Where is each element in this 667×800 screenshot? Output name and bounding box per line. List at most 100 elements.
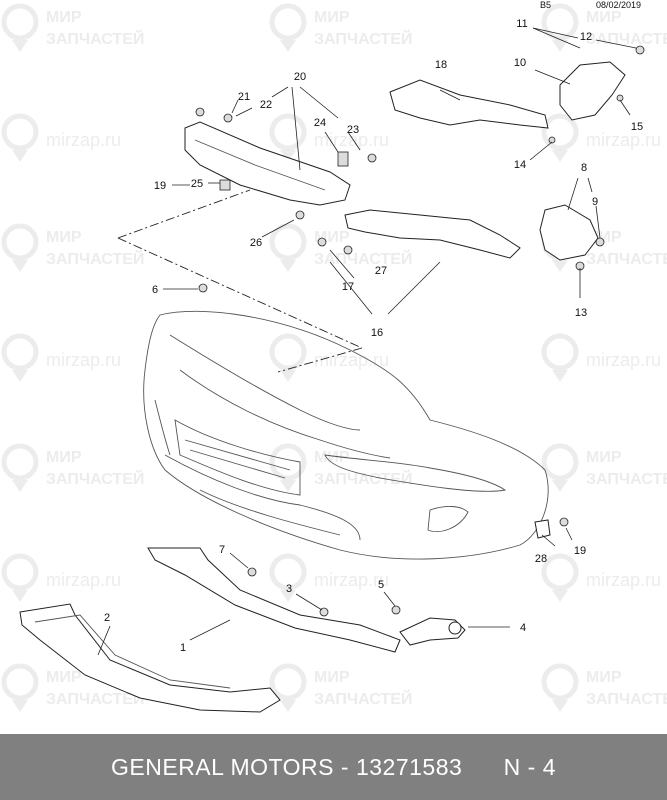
callout-17: 17 bbox=[342, 281, 354, 293]
watermark-logo: mirzap.ru bbox=[1, 553, 121, 602]
callout-2: 2 bbox=[104, 612, 110, 624]
fasteners bbox=[195, 45, 645, 617]
watermark-url: mirzap.ru bbox=[314, 570, 389, 590]
watermark-line1: МИР bbox=[586, 669, 622, 686]
callout-14: 14 bbox=[514, 159, 526, 171]
callout-15: 15 bbox=[631, 121, 643, 133]
watermark-logo: МИР ЗАПЧАСТЕЙ bbox=[269, 443, 412, 492]
leader-lines bbox=[97, 27, 637, 656]
watermark-url: mirzap.ru bbox=[586, 130, 661, 150]
callout-1: 1 bbox=[180, 642, 186, 654]
watermark-line2: ЗАПЧАСТЕЙ bbox=[46, 249, 144, 268]
watermark-url: mirzap.ru bbox=[314, 350, 389, 370]
part-8-bracket bbox=[539, 204, 599, 261]
callout-26: 26 bbox=[250, 237, 262, 249]
callout-9: 9 bbox=[592, 196, 598, 208]
watermark-url: mirzap.ru bbox=[46, 130, 121, 150]
callout-19: 19 bbox=[574, 545, 586, 557]
watermark-line1: МИР bbox=[46, 449, 82, 466]
watermark-line2: ЗАПЧАСТЕЙ bbox=[314, 29, 412, 48]
watermark-line1: МИР bbox=[314, 449, 350, 466]
watermark-url: mirzap.ru bbox=[586, 570, 661, 590]
callout-22: 22 bbox=[260, 99, 272, 111]
part-2-lower-spoiler bbox=[19, 603, 281, 713]
watermark-logo: МИР ЗАПЧАСТЕЙ bbox=[269, 3, 412, 52]
watermark-url: mirzap.ru bbox=[46, 570, 121, 590]
watermark-line1: МИР bbox=[46, 229, 82, 246]
watermark-url: mirzap.ru bbox=[586, 350, 661, 370]
callout-8: 8 bbox=[581, 162, 587, 174]
callout-3: 3 bbox=[286, 583, 292, 595]
watermark-logo: МИР ЗАПЧАСТЕЙ bbox=[1, 443, 144, 492]
watermark-logo: МИР ЗАПЧАСТЕЙ bbox=[541, 443, 667, 492]
part-18-bracket bbox=[389, 79, 549, 129]
part-4-bracket bbox=[399, 617, 466, 646]
watermark-logo: МИР ЗАПЧАСТЕЙ bbox=[1, 3, 144, 52]
watermark-logo: МИР ЗАПЧАСТЕЙ bbox=[1, 223, 144, 272]
watermark-logo: mirzap.ru bbox=[1, 333, 121, 382]
watermark-logo: МИР ЗАПЧАСТЕЙ bbox=[1, 663, 144, 712]
diagram-code: B5 bbox=[540, 0, 551, 10]
watermark-line2: ЗАПЧАСТЕЙ bbox=[586, 689, 667, 708]
watermark-line1: МИР bbox=[314, 669, 350, 686]
watermark-logo: МИР ЗАПЧАСТЕЙ bbox=[541, 663, 667, 712]
watermark-url: mirzap.ru bbox=[314, 130, 389, 150]
callout-4: 4 bbox=[520, 622, 526, 634]
watermark-logo: mirzap.ru bbox=[269, 553, 389, 602]
callout-12: 12 bbox=[580, 31, 592, 43]
watermark-line2: ЗАПЧАСТЕЙ bbox=[586, 469, 667, 488]
diagram-date: 08/02/2019 bbox=[596, 0, 641, 10]
watermark-line2: ЗАПЧАСТЕЙ bbox=[586, 249, 667, 268]
callout-13: 13 bbox=[575, 307, 587, 319]
watermark-logo: mirzap.ru bbox=[1, 113, 121, 162]
watermark-line2: ЗАПЧАСТЕЙ bbox=[314, 689, 412, 708]
watermark-line2: ЗАПЧАСТЕЙ bbox=[314, 469, 412, 488]
callout-10: 10 bbox=[514, 57, 526, 69]
front-bumper-fascia bbox=[143, 310, 549, 560]
callout-23: 23 bbox=[347, 124, 359, 136]
callout-28: 28 bbox=[535, 553, 547, 565]
watermark-line1: МИР bbox=[586, 9, 622, 26]
callout-19: 19 bbox=[154, 180, 166, 192]
part-1-lower-bracket bbox=[147, 547, 401, 653]
callout-16: 16 bbox=[371, 327, 383, 339]
part-16-upper-bracket bbox=[344, 209, 521, 259]
footer-separator: - bbox=[334, 753, 356, 780]
watermark-logo: mirzap.ru bbox=[269, 333, 389, 382]
callout-labels: 1234567891011121314151617181919202122232… bbox=[104, 18, 643, 654]
callout-6: 6 bbox=[152, 284, 158, 296]
watermark-logo: mirzap.ru bbox=[541, 113, 661, 162]
callout-5: 5 bbox=[378, 579, 384, 591]
watermark-logo: МИР ЗАПЧАСТЕЙ bbox=[269, 663, 412, 712]
watermark-line1: МИР bbox=[586, 449, 622, 466]
watermark-line2: ЗАПЧАСТЕЙ bbox=[46, 689, 144, 708]
watermark-line2: ЗАПЧАСТЕЙ bbox=[586, 29, 667, 48]
watermark-layer: МИР ЗАПЧАСТЕЙ МИР ЗАПЧАСТЕЙ МИР ЗАПЧАСТЕЙ mirz… bbox=[1, 3, 667, 712]
callout-24: 24 bbox=[314, 117, 326, 129]
watermark-line1: МИР bbox=[46, 669, 82, 686]
watermark-line2: ЗАПЧАСТЕЙ bbox=[46, 29, 144, 48]
watermark-line1: МИР bbox=[314, 9, 350, 26]
callout-21: 21 bbox=[238, 91, 250, 103]
callout-20: 20 bbox=[294, 71, 306, 83]
part-28-clip bbox=[534, 519, 551, 539]
part-10-bracket bbox=[559, 61, 626, 121]
watermark-logo: МИР ЗАПЧАСТЕЙ bbox=[541, 3, 667, 52]
callout-7: 7 bbox=[219, 544, 225, 556]
watermark-logo: mirzap.ru bbox=[541, 333, 661, 382]
watermark-line2: ЗАПЧАСТЕЙ bbox=[46, 469, 144, 488]
watermark-logo: mirzap.ru bbox=[541, 553, 661, 602]
watermark-line2: ЗАПЧАСТЕЙ bbox=[314, 249, 412, 268]
parts-diagram: МИР ЗАПЧАСТЕЙ МИР ЗАПЧАСТЕЙ МИР ЗАПЧАСТЕЙ mirz… bbox=[1, 0, 667, 713]
watermark-line1: МИР bbox=[46, 9, 82, 26]
footer-bar: GENERAL MOTORS - 13271583 N - 4 bbox=[0, 734, 667, 800]
footer-part-number: 13271583 bbox=[355, 753, 463, 780]
footer-gap bbox=[462, 754, 503, 781]
callout-18: 18 bbox=[435, 59, 447, 71]
callout-11: 11 bbox=[516, 18, 527, 30]
callout-27: 27 bbox=[375, 265, 387, 277]
footer-brand: GENERAL MOTORS bbox=[111, 753, 334, 780]
footer-position: N - 4 bbox=[503, 753, 556, 780]
watermark-logo: mirzap.ru bbox=[269, 113, 389, 162]
